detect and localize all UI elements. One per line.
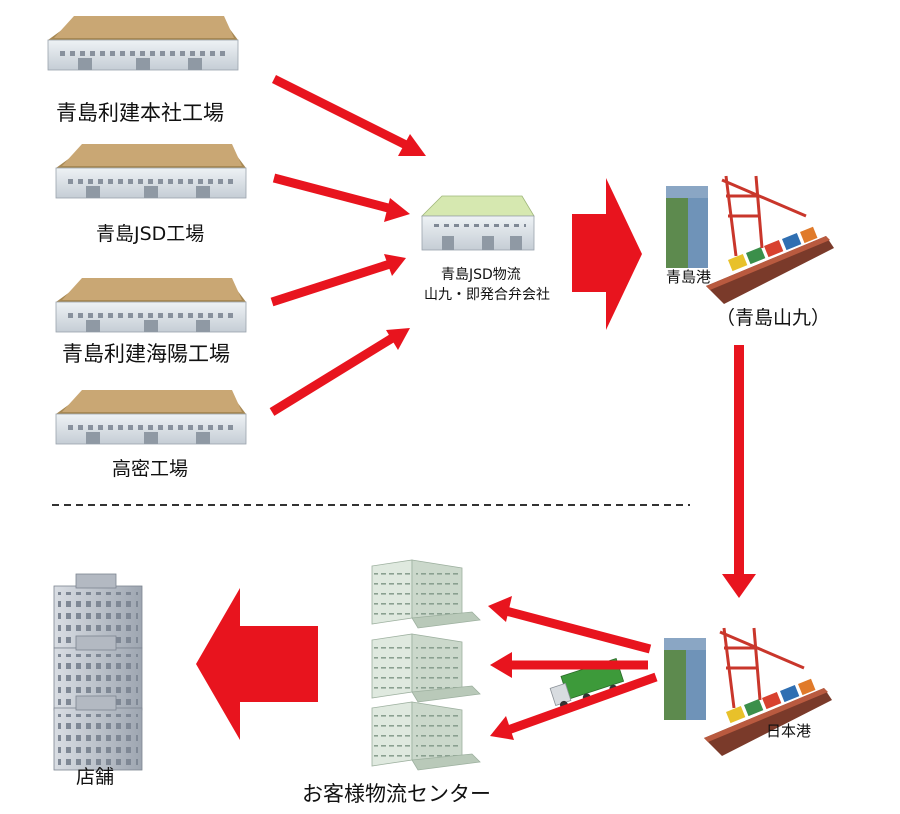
hub-label-line1: 青島JSD物流 <box>441 267 521 283</box>
hub-label-line2: 山九・即発合弁会社 <box>424 287 550 303</box>
arrow-dc-to-stores <box>196 588 318 740</box>
distribution-center-label: お客様物流センター <box>302 782 491 806</box>
factory-label-3: 青島利建海陽工場 <box>62 342 230 366</box>
arrow-factory4-to-hub <box>269 328 410 416</box>
origin-port-note: （青島山九） <box>716 307 831 329</box>
arrow-factory1-to-hub <box>271 74 426 156</box>
arrow-factory2-to-hub <box>272 173 410 222</box>
factory-icon-3 <box>55 277 247 333</box>
factory-icon-4 <box>55 389 247 445</box>
arrow-port-to-dc-2 <box>490 652 648 678</box>
arrow-group-factories-to-hub <box>269 74 426 416</box>
dc-building-icon-3 <box>371 701 481 771</box>
arrow-group-port-to-dc <box>488 596 658 740</box>
stores-label: 店舗 <box>76 766 115 788</box>
arrow-factory3-to-hub <box>270 254 406 307</box>
dc-building-icon-1 <box>371 559 481 629</box>
arrow-port-to-dc-3 <box>490 672 658 740</box>
arrow-sea-route <box>722 345 756 598</box>
arrow-hub-to-port <box>572 178 642 330</box>
factory-label-2: 青島JSD工場 <box>96 223 205 245</box>
destination-port-label: 日本港 <box>766 722 812 740</box>
factory-icon-1 <box>47 15 239 71</box>
factory-label-4: 高密工場 <box>112 458 189 480</box>
factory-label-1: 青島利建本社工場 <box>56 101 224 125</box>
hub-warehouse-icon <box>421 195 535 251</box>
origin-port-label: 青島港 <box>666 268 712 286</box>
arrow-port-to-dc-1 <box>488 596 652 654</box>
factory-icon-2 <box>55 143 247 199</box>
dc-building-icon-2 <box>371 633 481 703</box>
